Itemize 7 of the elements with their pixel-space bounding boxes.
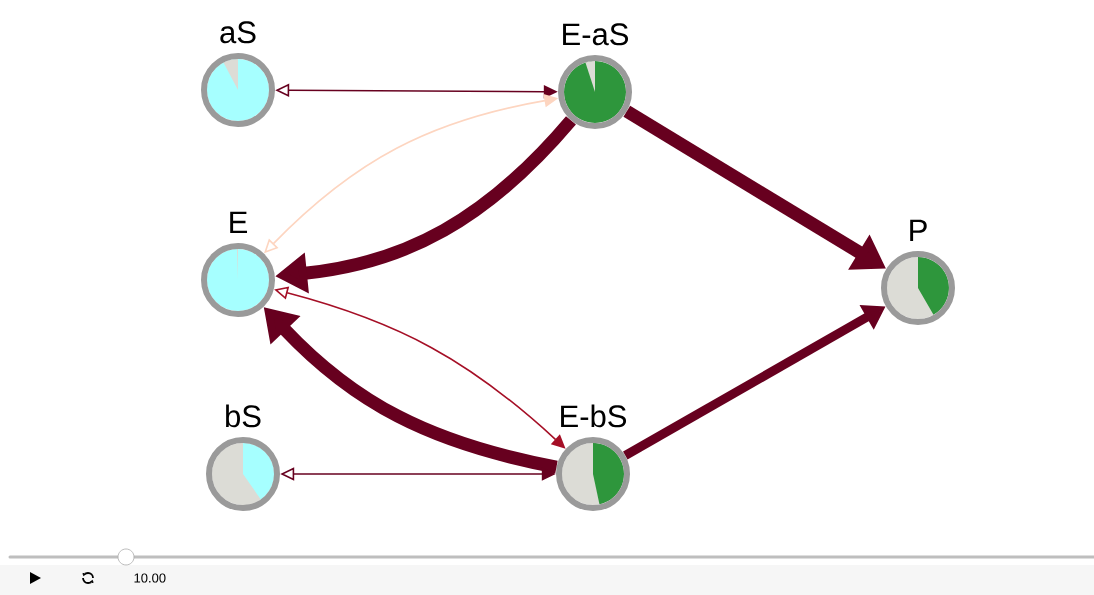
- time-value: 10.00: [134, 573, 166, 583]
- node-label: E-aS: [563, 23, 629, 46]
- node-label: bS: [226, 404, 261, 428]
- node-label: E: [230, 211, 247, 233]
- node-label: E-bS: [561, 404, 627, 428]
- node-label: aS: [220, 21, 256, 44]
- node-label: P: [910, 219, 927, 241]
